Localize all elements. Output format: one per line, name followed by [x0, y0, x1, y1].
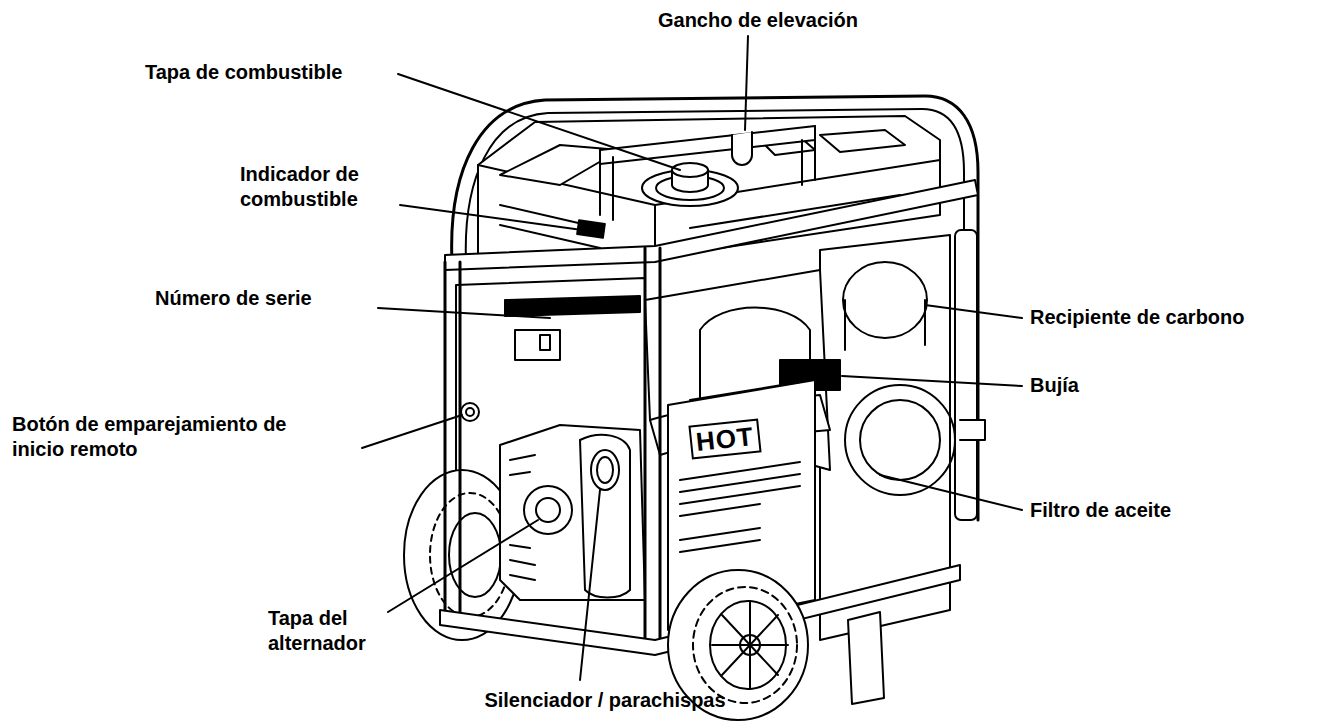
- engine-flywheel: [845, 385, 955, 495]
- frame-post: [645, 248, 660, 645]
- part-label: Número de serie: [155, 286, 385, 311]
- muffler: [580, 435, 630, 598]
- lift-bar: [802, 126, 815, 185]
- wheel-tread: [430, 493, 510, 617]
- part-label: Tapa de combustible: [145, 60, 405, 85]
- leader-line: [842, 376, 1022, 386]
- leader-line: [362, 415, 462, 448]
- part-label: Indicador de combustible: [240, 162, 400, 212]
- panel-outlet: [515, 330, 560, 360]
- part-label: Bujía: [1030, 373, 1150, 398]
- leader-line: [388, 520, 538, 612]
- wheel-tread: [693, 587, 797, 703]
- leader-line: [398, 74, 680, 170]
- part-label: Recipiente de carbono: [1030, 305, 1310, 330]
- frame-post: [445, 262, 460, 625]
- leader-line: [378, 308, 550, 318]
- lift-bar: [600, 126, 815, 164]
- frame-post: [955, 230, 977, 520]
- carbon-canister: [843, 262, 927, 338]
- part-label: Tapa del alternador: [268, 606, 388, 656]
- alternator-cover: [524, 486, 572, 534]
- spark-arrestor: [591, 450, 619, 490]
- lift-hook: [732, 132, 752, 165]
- frame-tube: [445, 180, 978, 270]
- part-label: Botón de emparejamiento de inicio remoto: [12, 412, 287, 462]
- alternator-vents: [510, 455, 535, 580]
- part-label: Filtro de aceite: [1030, 498, 1250, 523]
- leader-line: [580, 490, 600, 680]
- frame-foot: [848, 612, 884, 704]
- wheel-hub: [449, 513, 501, 597]
- brand-logo: HOT: [688, 418, 761, 459]
- cover-vents: [680, 382, 800, 552]
- alternator-cover: [536, 498, 560, 522]
- part-label: Silenciador / parachispas: [455, 688, 755, 713]
- lift-bar: [600, 150, 613, 220]
- leader-line: [880, 475, 1022, 510]
- pairing-button: [461, 403, 479, 421]
- engine-flywheel: [860, 400, 940, 480]
- frame-clip: [960, 420, 985, 440]
- alternator-housing: [500, 425, 645, 600]
- carbon-canister: [845, 300, 925, 350]
- leader-line: [925, 305, 1022, 318]
- wheel-spokes: [712, 601, 788, 689]
- leader-line: [745, 36, 748, 130]
- pairing-button: [466, 408, 474, 416]
- part-label: Gancho de elevación: [648, 8, 868, 33]
- spark-arrestor: [597, 457, 613, 483]
- leader-line: [400, 205, 582, 230]
- serial-plate: [505, 296, 640, 316]
